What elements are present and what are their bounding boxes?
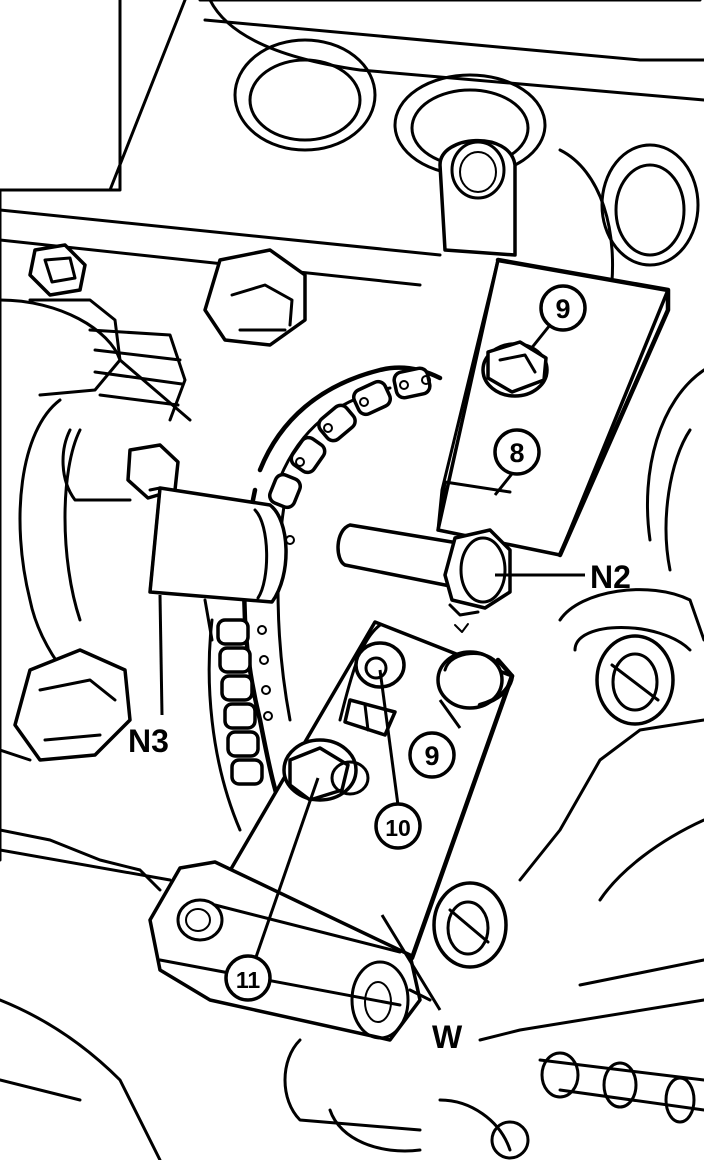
callout-8-label: 8 <box>509 438 524 468</box>
callout-11-label: 11 <box>236 967 261 993</box>
label-n3: N3 <box>128 723 169 759</box>
label-w: W <box>432 1019 463 1055</box>
leader-lines <box>158 324 585 1011</box>
label-n2: N2 <box>590 559 631 595</box>
callout-9-top: 9 <box>539 284 587 332</box>
callout-11: 11 <box>224 954 272 1002</box>
callout-9-top-label: 9 <box>555 294 570 324</box>
lower-left-bolts <box>0 428 180 762</box>
n3-tool <box>148 486 288 642</box>
right-side-fitting <box>432 588 704 969</box>
callout-8: 8 <box>493 428 541 476</box>
callout-9-bottom: 9 <box>408 731 456 779</box>
callout-10: 10 <box>374 802 422 850</box>
plate-fasteners <box>282 340 549 802</box>
callout-10-label: 10 <box>385 815 411 841</box>
callout-9-bottom-label: 9 <box>424 741 439 771</box>
upper-left-bolts <box>28 243 307 422</box>
